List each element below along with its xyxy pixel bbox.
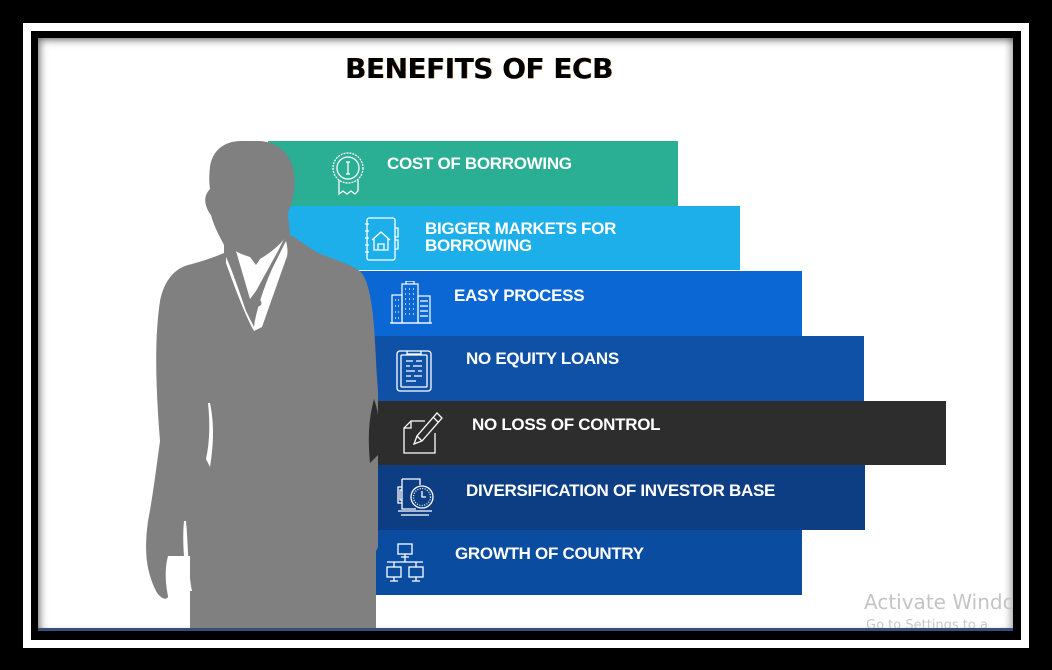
benefit-label: DIVERSIFICATION OF INVESTOR BASE: [466, 481, 776, 500]
benefit-bigger-markets: BIGGER MARKETS FOR BORROWING: [268, 206, 740, 270]
businesswoman-silhouette: [146, 141, 378, 628]
mug-clock-icon: [394, 477, 438, 519]
benefit-no-loss-of-control: NO LOSS OF CONTROL: [268, 401, 946, 465]
benefit-label: GROWTH OF COUNTRY: [455, 544, 644, 563]
pencil-edit-icon: [401, 411, 443, 455]
benefit-label: EASY PROCESS: [454, 286, 585, 305]
slide-title: BENEFITS OF ECB: [345, 52, 613, 85]
clipboard-icon: [396, 348, 432, 392]
activation-watermark-subtitle: Go to Settings to a: [866, 618, 988, 628]
slide: BENEFITS OF ECB COST OF BORROWING BIGGER…: [38, 38, 1013, 628]
benefit-label: COST OF BORROWING: [387, 154, 572, 173]
benefit-label: NO EQUITY LOANS: [466, 349, 619, 368]
benefit-label-line1: BIGGER MARKETS FOR: [425, 219, 617, 238]
benefit-label: NO LOSS OF CONTROL: [472, 415, 661, 434]
benefit-cost-of-borrowing: COST OF BORROWING: [268, 141, 678, 206]
address-book-house-icon: [362, 216, 402, 262]
network-icon: [382, 542, 428, 586]
award-badge-icon: [330, 151, 366, 197]
activation-watermark-title: Activate Windo: [864, 590, 1013, 614]
slide-bottom-border: [38, 628, 1013, 631]
office-buildings-icon: [390, 280, 432, 325]
benefit-label-line2: BORROWING: [425, 236, 532, 255]
